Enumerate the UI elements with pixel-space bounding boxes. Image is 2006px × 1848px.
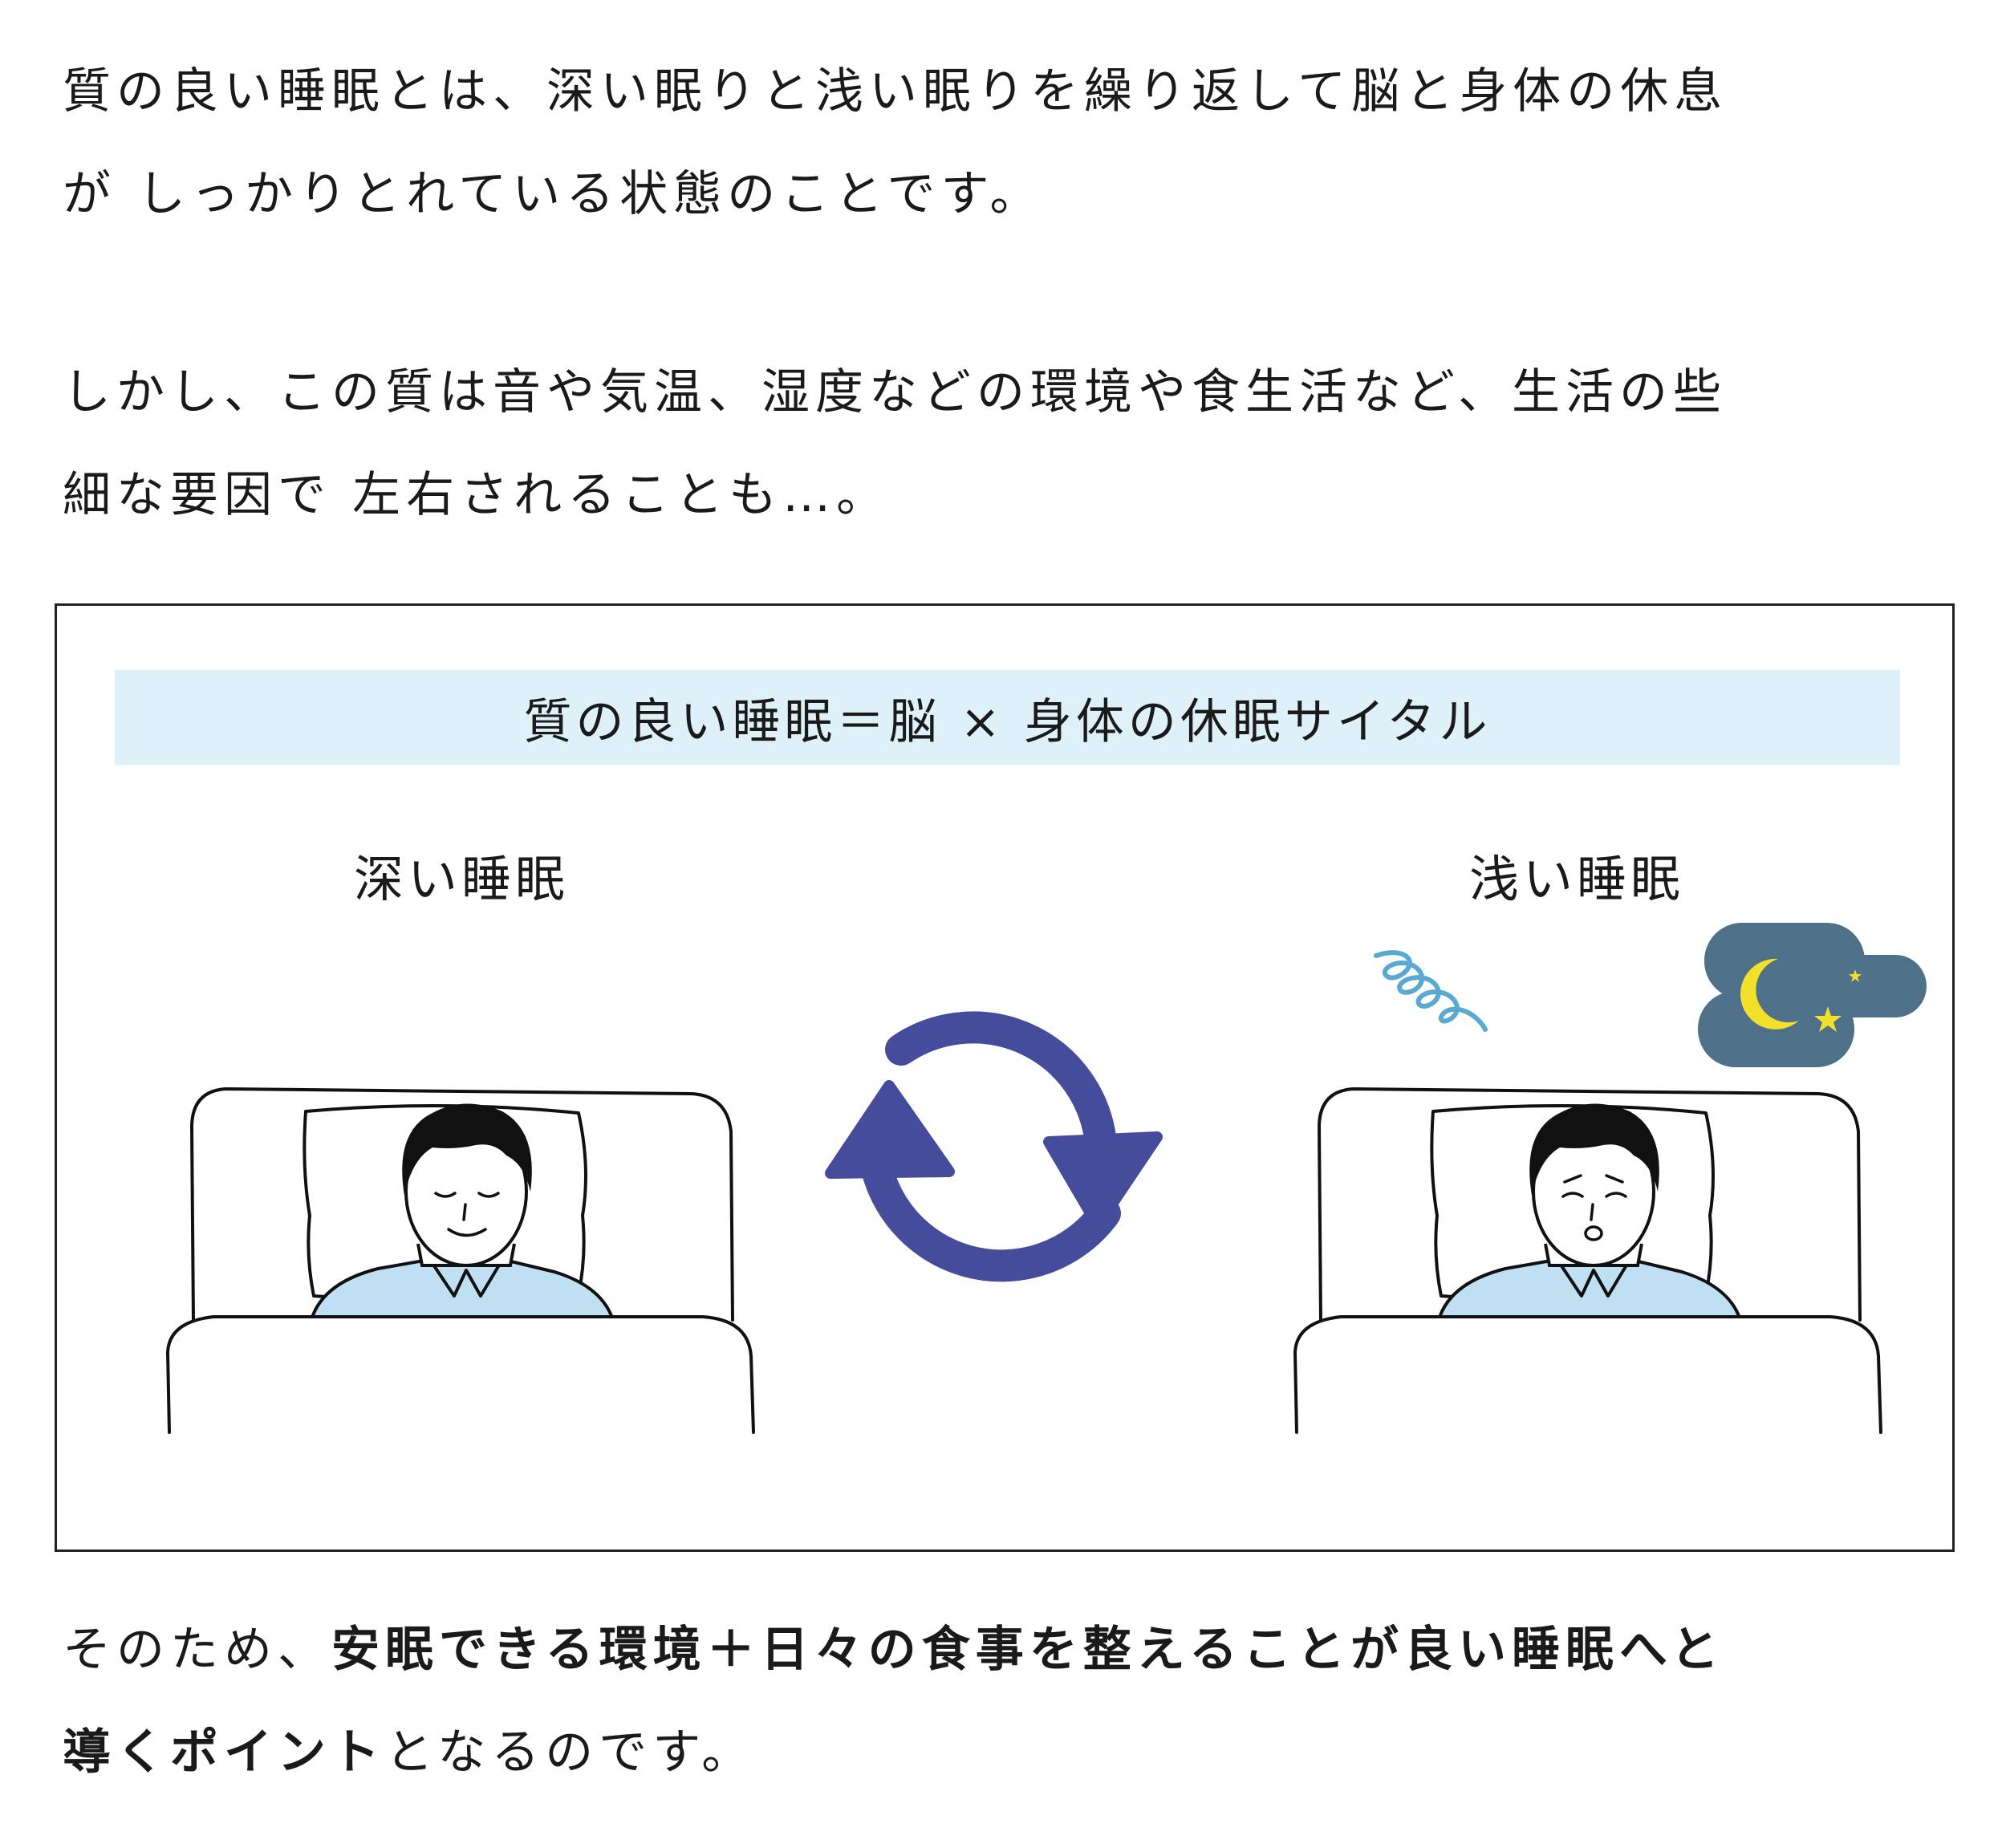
bed-headboard [190, 1087, 734, 1322]
conclusion-prefix: そのため、 [63, 1622, 331, 1678]
deep-sleep-illustration [166, 1087, 755, 1434]
star-icon [1849, 969, 1862, 982]
hair [1529, 1103, 1659, 1196]
conclusion-line-1: そのため、安眠できる環境＋日々の食事を整えることが良い睡眠へと [63, 1598, 1956, 1701]
moon-icon [1740, 958, 1799, 1030]
blanket [166, 1315, 755, 1434]
cycle-arrows-icon [825, 1011, 1163, 1282]
conclusion-emphasis-1: 安眠できる環境＋日々の食事を整えることが良い睡眠へと [331, 1622, 1724, 1678]
intro-paragraph: 質の良い睡眠とは、深い眠りと浅い眠りを繰り返して脳と身体の休息 が しっかりとれ… [63, 40, 1956, 246]
light-sleep-illustration [1293, 1087, 1882, 1434]
caveat-line-1: しかし、この質は音や気温、湿度などの環境や食生活など、生活の些 [63, 364, 1727, 420]
restless-swirl-icon [1374, 950, 1488, 1032]
intro-line-2: が しっかりとれている状態のことです。 [63, 166, 1044, 222]
conclusion-emphasis-2: 導くポイント [63, 1724, 385, 1781]
conclusion-suffix: となるのです。 [385, 1724, 756, 1781]
conclusion-line-2: 導くポイントとなるのです。 [63, 1701, 1956, 1804]
deep-sleep-label: 深い睡眠 [354, 850, 570, 908]
blanket [1293, 1315, 1882, 1434]
light-sleep-label: 浅い睡眠 [1469, 850, 1685, 908]
conclusion-paragraph: そのため、安眠できる環境＋日々の食事を整えることが良い睡眠へと 導くポイントとな… [63, 1598, 1956, 1804]
diagram-banner: 質の良い睡眠＝脳 × 身体の休眠サイタル [115, 670, 1900, 765]
intro-line-1: 質の良い睡眠とは、深い眠りと浅い眠りを繰り返して脳と身体の休息 [63, 63, 1728, 120]
caveat-line-2: 細な要因で 左右されることも…。 [63, 467, 891, 523]
star-icon [1814, 1006, 1842, 1032]
sleep-cycle-diagram: 質の良い睡眠＝脳 × 身体の休眠サイタル 深い睡眠 浅い睡眠 [55, 603, 1955, 1552]
caveat-paragraph: しかし、この質は音や気温、湿度などの環境や食生活など、生活の些 細な要因で 左右… [63, 341, 1956, 546]
bed-headboard [1318, 1087, 1862, 1322]
night-cloud-icon [1698, 923, 1927, 1067]
hair [402, 1103, 532, 1196]
